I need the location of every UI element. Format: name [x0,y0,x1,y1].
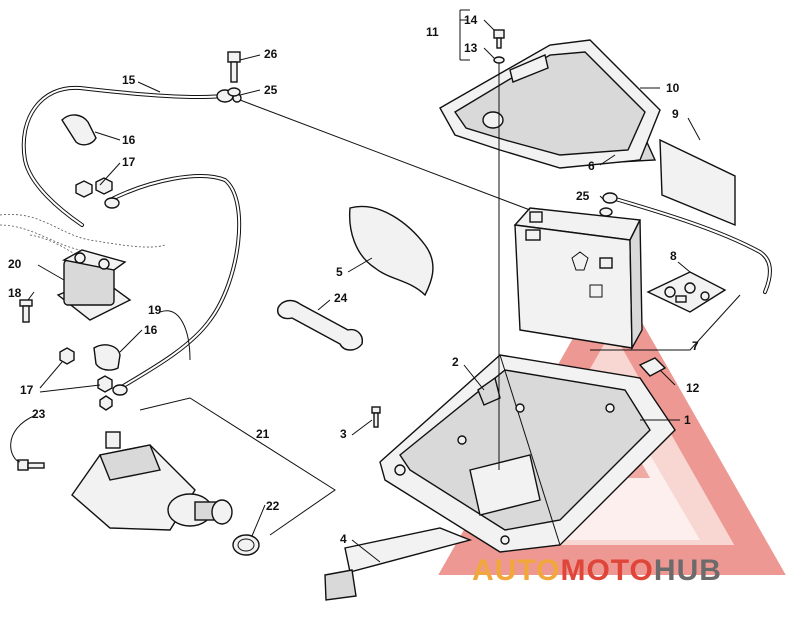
watermark-auto: AUTO [472,554,560,587]
battery [513,207,643,351]
callout-9: 9 [672,107,679,121]
insulator-sheet [659,138,736,227]
battery-tray [379,354,676,553]
callout-7: 7 [692,339,699,353]
callout-18: 18 [8,286,22,300]
callout-6: 6 [588,159,595,173]
cable-15 [21,85,242,227]
callout-5: 5 [336,265,343,279]
tray-decal [477,376,501,406]
watermark-moto: MOTO [560,554,653,587]
spanner-wrench [277,299,363,351]
callout-25-upper: 25 [264,83,278,97]
bolt-26 [227,51,241,97]
callout-17-upper: 17 [122,155,136,169]
callout-20: 20 [8,257,22,271]
watermark-text: AUTOMOTOHUB [472,554,722,587]
screw-18 [19,299,33,323]
callout-13: 13 [464,41,478,55]
callout-10: 10 [666,81,680,95]
callout-25-right: 25 [576,189,590,203]
bolt-23 [17,459,45,471]
svg-text:AUTOMOTOHUB: AUTOMOTOHUB [472,554,722,587]
callout-19: 19 [148,303,162,317]
starter-solenoid [56,249,132,321]
callout-17-lower: 17 [20,383,34,397]
callout-numbers: 1 2 3 4 5 6 7 8 9 10 11 12 13 14 15 16 1… [8,13,700,546]
callout-26: 26 [264,47,278,61]
bolt-3 [371,406,381,428]
clip-12 [638,357,667,377]
leader-lines [10,9,741,563]
starter-motor [71,431,233,531]
cover-screw [493,29,505,64]
callout-16-lower: 16 [144,323,158,337]
callout-23: 23 [32,407,46,421]
callout-8: 8 [670,249,677,263]
callout-16-upper: 16 [122,133,136,147]
nuts-lower [59,347,113,411]
callout-4: 4 [340,532,347,546]
terminal-hardware-kit [646,271,727,313]
callout-15: 15 [122,73,136,87]
callout-21: 21 [256,427,270,441]
terminal-cover [348,205,434,297]
leader-battery-ground [239,99,531,211]
o-ring-inner [237,538,255,552]
terminal-boot-lower [93,344,121,371]
terminal-boot-upper [61,114,97,146]
callout-24: 24 [334,291,348,305]
o-ring [232,534,260,556]
wiring-harness [0,213,166,266]
battery-cable [599,192,772,294]
watermark-hub: HUB [654,554,722,587]
callout-2: 2 [452,355,459,369]
battery-cover [439,39,661,169]
nuts-upper [75,177,113,198]
callout-22: 22 [266,499,280,513]
callout-11: 11 [426,25,439,39]
callout-1: 1 [684,413,691,427]
callout-3: 3 [340,427,347,441]
cable-19 [104,174,242,396]
callout-14: 14 [464,13,478,27]
callout-12: 12 [686,381,700,395]
battery-strap [324,527,473,601]
